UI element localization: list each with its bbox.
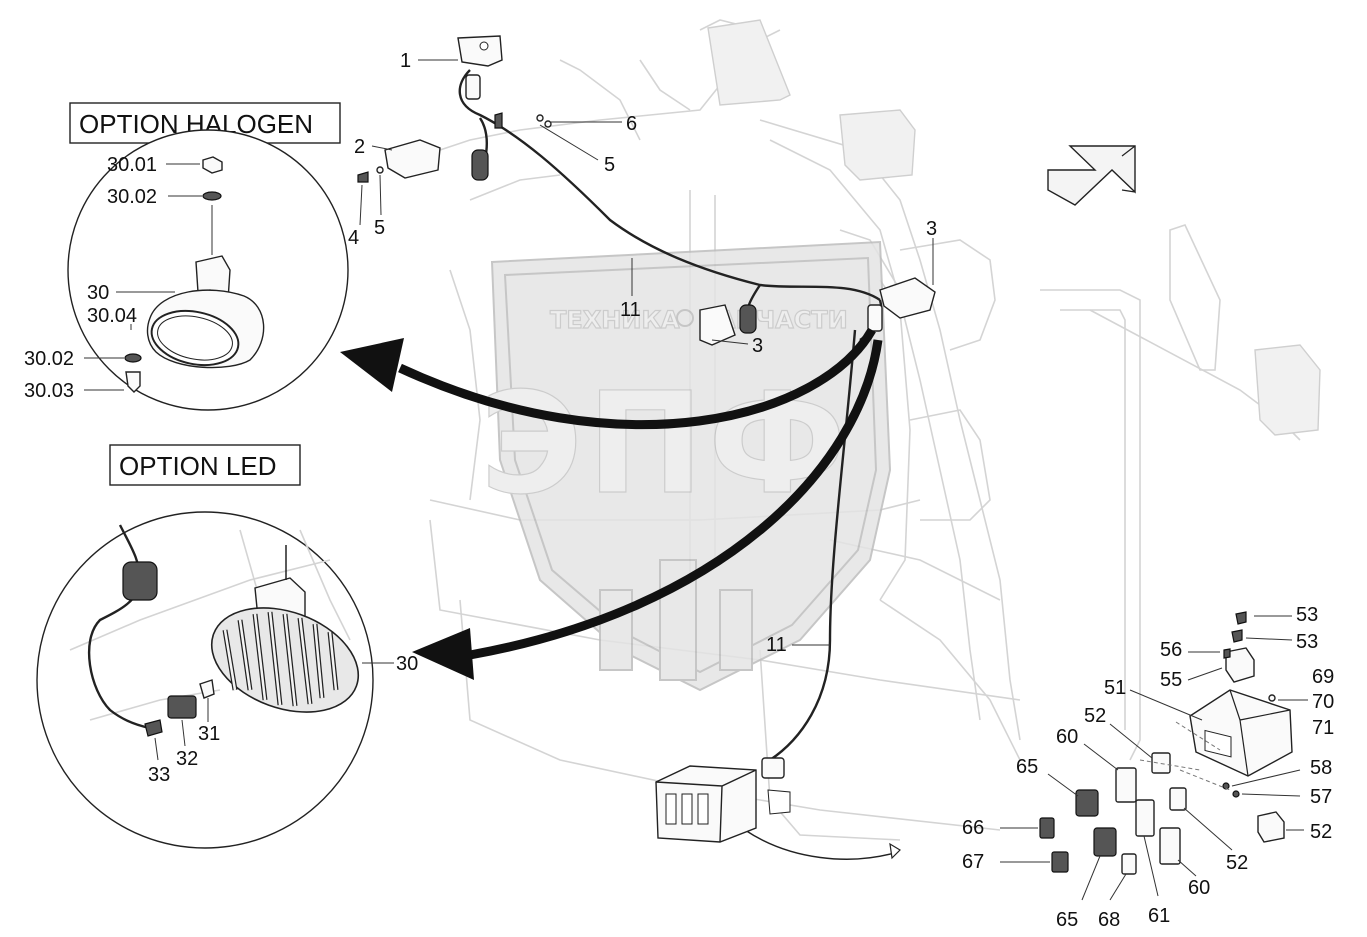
callout-31: 31 [198,723,220,745]
callout-51: 51 [1104,677,1126,699]
callout-70: 70 [1312,691,1334,713]
harness-connector [761,757,785,779]
callout-65-top: 65 [1016,756,1038,778]
callout-60-top: 60 [1056,726,1078,748]
callout-58: 58 [1310,757,1332,779]
callout-2: 2 [354,136,365,158]
bracket-3-left [699,304,736,346]
led-cable-connector [122,561,158,601]
callout-30-03: 30.03 [24,380,74,402]
callout-71: 71 [1312,717,1334,739]
callout-5-right: 5 [604,154,615,176]
harness-connector [867,304,883,332]
callout-5-left: 5 [374,217,385,239]
callout-68: 68 [1098,909,1120,931]
watermark: ТЕХНИКА ЗАПЧАСТИ ЭПФ [479,240,892,692]
clip-53a [1235,611,1247,625]
callout-30-01: 30.01 [107,154,157,176]
clip-56 [1223,648,1231,659]
option-halogen-group: OPTION HALOGEN 30.01 30.02 30 30.04 30.0… [24,102,349,411]
callout-53-top: 53 [1296,604,1318,626]
blank-68 [1121,853,1137,875]
callout-30-02-upper: 30.02 [107,186,157,208]
callout-56: 56 [1160,639,1182,661]
callout-55: 55 [1160,669,1182,691]
switch-67 [1051,851,1069,873]
big-arrows [340,327,901,860]
gear-icon [676,309,694,327]
halogen-bolt [125,371,141,393]
machine-ghost-outline [429,19,1321,841]
washer-5 [376,166,384,174]
nut-58 [1222,782,1230,790]
callout-53-bottom: 53 [1296,631,1318,653]
watermark-left-text: ТЕХНИКА [550,306,680,334]
harness-connector [465,74,481,100]
option-led-label: OPTION LED [119,451,276,481]
bracket-2 [384,139,441,179]
harness-connector [739,304,757,334]
callout-61: 61 [1148,905,1170,927]
led-terminal-31 [199,679,215,699]
callout-3-bottom: 3 [752,335,763,357]
callout-60-bottom: 60 [1188,877,1210,899]
switch-66 [1039,817,1055,839]
frame-61 [1135,799,1155,837]
watermark-emblem-text: ЭПФ [480,363,851,526]
frame-60-bottom [1159,827,1181,865]
relay-52-right [1257,811,1285,843]
callout-3-top: 3 [926,218,937,240]
callout-52-top: 52 [1084,705,1106,727]
option-led-label-box [109,444,301,486]
bolt-4 [357,171,369,183]
callout-65-bottom: 65 [1056,909,1078,931]
bracket-1 [457,35,503,67]
washer-57 [1232,790,1240,798]
callout-67: 67 [962,851,984,873]
callout-6: 6 [626,113,637,135]
brackets [357,35,936,346]
callout-30-halogen: 30 [87,282,109,304]
bolt-5 [494,112,503,129]
washer-6b [544,120,552,128]
switch-65b [1093,827,1117,857]
harness-connector [471,149,489,181]
callout-52-mid: 52 [1226,852,1248,874]
relay-52-mid [1169,787,1187,811]
clip-53b [1231,629,1243,643]
halogen-nut [202,156,223,174]
callout-30-02-lower: 30.02 [24,348,74,370]
callout-33: 33 [148,764,170,786]
screw-70 [1268,694,1276,702]
option-led-group: OPTION LED 30 31 32 33 [36,444,418,849]
washer-6 [536,114,544,122]
relay [1225,647,1255,683]
led-lamp [210,545,360,713]
callout-30-04: 30.04 [87,305,137,327]
callout-11-bottom: 11 [766,634,787,656]
callout-1: 1 [400,50,411,72]
callout-66: 66 [962,817,984,839]
switch-65a [1075,789,1099,817]
direction-arrow-icon [1047,145,1136,206]
callout-57: 57 [1310,786,1332,808]
halogen-washer-lower [124,353,142,363]
main-callouts: 1 2 4 5 5 6 3 3 11 11 [348,50,937,656]
switch-panel-box [655,765,791,843]
callout-11-top: 11 [620,299,641,321]
led-pin-33 [144,719,163,737]
bracket-3-right [879,277,936,319]
electrical-exploded-view: 53 53 56 55 69 70 71 51 52 60 65 58 57 5… [962,604,1334,931]
callout-4: 4 [348,227,359,249]
led-connector-32 [167,695,197,719]
callout-52-right: 52 [1310,821,1332,843]
callout-69: 69 [1312,666,1334,688]
callout-30-led: 30 [396,653,418,675]
halogen-lamp [146,289,265,369]
frame-60-top [1115,767,1137,803]
callout-32: 32 [176,748,198,770]
halogen-washer [202,191,222,201]
